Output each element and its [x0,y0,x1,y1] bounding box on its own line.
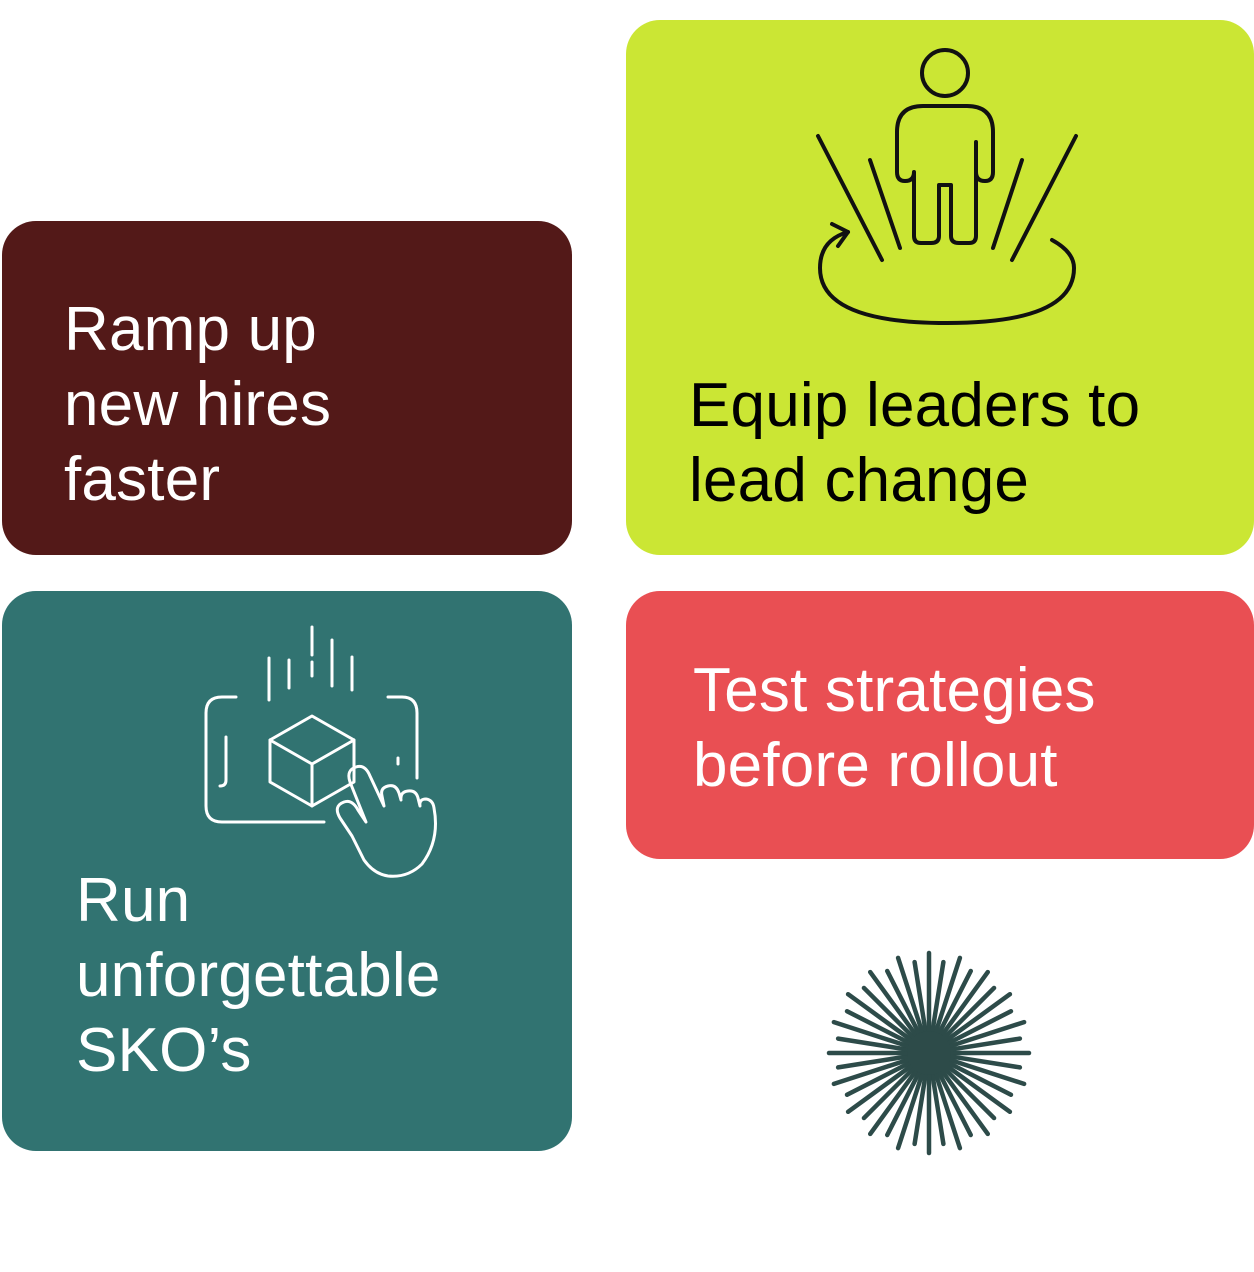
starburst-ray [936,1036,1023,1054]
card-test-line-1: Test strategies [693,656,1096,725]
card-equip-leaders [626,20,1254,555]
card-test-line-2: before rollout [693,731,1058,800]
starburst-ray [933,1057,997,1121]
starburst-ray [935,1008,1014,1051]
starburst-ray [844,1008,923,1051]
starburst-ray [835,1036,922,1054]
starburst-ray [867,969,926,1048]
card-ramp-up-new-hires [2,221,572,555]
starburst-ray [931,1059,974,1138]
starburst-ray [936,1052,1023,1070]
starburst-ray [936,1053,1027,1087]
card-equip-title: Equip leaders to lead change [689,368,1140,518]
starburst-center [907,1031,951,1075]
starburst-icon [826,950,1032,1156]
starburst-ray [845,991,924,1050]
card-ramp-title: Ramp up new hires faster [64,292,331,517]
card-ramp-line-2: new hires [64,370,332,439]
starburst-ray [912,1060,930,1147]
starburst-ray [929,1060,963,1151]
card-run-line-3: SKO’s [76,1016,252,1085]
card-test-title: Test strategies before rollout [693,653,1096,803]
starburst-ray [935,1055,1014,1098]
person-spotlight-icon [816,48,1078,325]
starburst-ray [928,1060,946,1147]
card-run-title: Run unforgettable SKO’s [76,863,441,1088]
starburst-ray [884,1059,927,1138]
starburst-ray [845,1056,924,1115]
card-equip-line-1: Equip leaders to [689,371,1141,440]
card-ramp-line-1: Ramp up [64,295,317,364]
starburst-ray [934,991,1013,1050]
card-ramp-line-3: faster [64,445,221,514]
starburst-ray [934,1056,1013,1115]
card-equip-line-2: lead change [689,446,1030,515]
card-run-skos [2,591,572,1151]
starburst-ray [933,985,997,1049]
starburst-ray [884,968,927,1047]
starburst-ray [931,968,974,1047]
starburst-ray [929,955,963,1046]
tap-3d-box-icon [204,625,437,878]
starburst-ray [861,1057,925,1121]
starburst-ray [936,1019,1027,1053]
starburst-ray [912,959,930,1046]
starburst-ray [831,1053,922,1087]
starburst-ray [844,1055,923,1098]
starburst-ray [861,985,925,1049]
card-run-line-1: Run [76,866,191,935]
starburst-ray [932,1058,991,1137]
starburst-ray [895,955,929,1046]
starburst-ray [867,1058,926,1137]
starburst-ray [928,959,946,1046]
starburst-ray [895,1060,929,1151]
card-test-strategies [626,591,1254,859]
starburst-ray [831,1019,922,1053]
starburst-ray [932,969,991,1048]
starburst-ray [835,1052,922,1070]
card-run-line-2: unforgettable [76,941,441,1010]
